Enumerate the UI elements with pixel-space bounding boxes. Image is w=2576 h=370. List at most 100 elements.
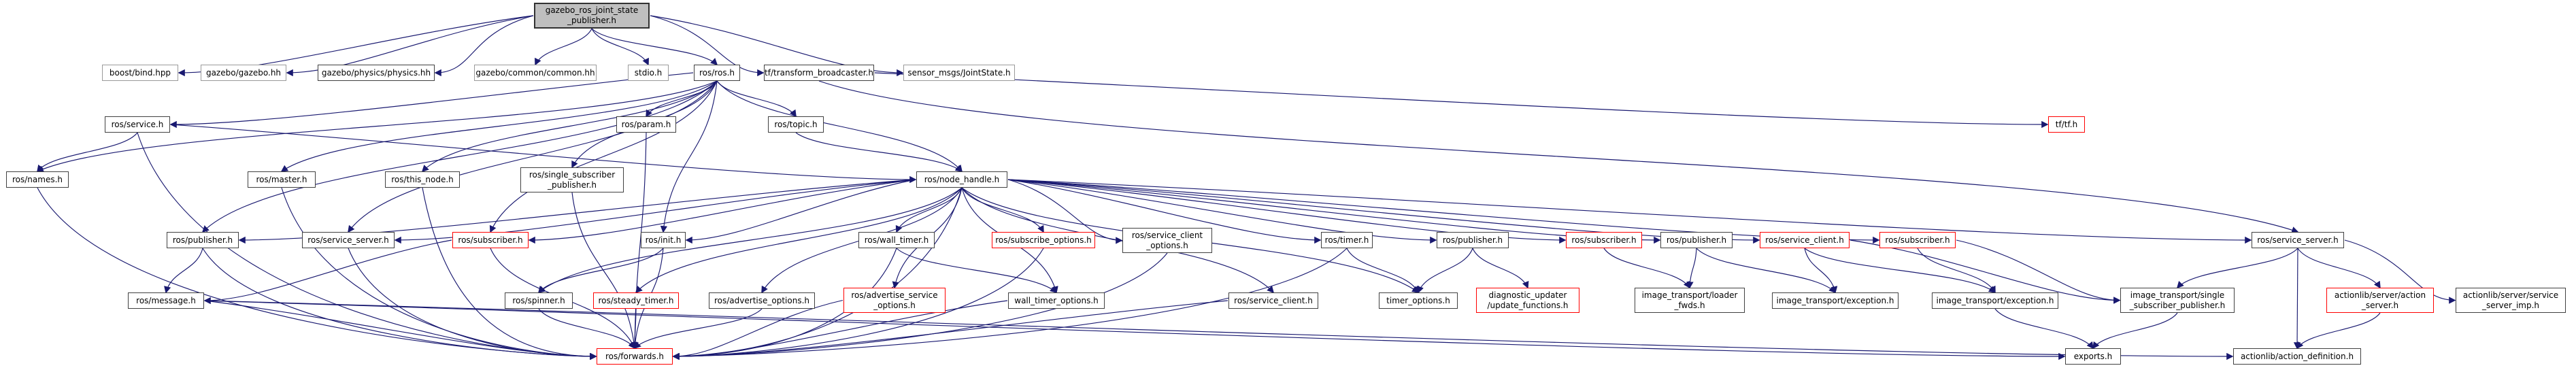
edge-root-to-gazebo-gazebo	[286, 15, 534, 77]
graph-node-label: ros/timer.h	[1324, 235, 1369, 245]
graph-node-label: wall_timer_options.h	[1014, 295, 1099, 305]
edge-ros-node-handle-to-ros-publisher-2	[1007, 179, 1437, 244]
graph-node-ros-subscribe-options[interactable]: ros/subscribe_options.h	[992, 232, 1095, 248]
graph-node-ros-ssp[interactable]: ros/single_subscriber_publisher.h	[520, 167, 624, 192]
graph-node-label: ros/service_server.h	[2257, 235, 2339, 245]
edge-ros-service-to-ros-names	[37, 132, 138, 173]
edge-ros-ros-to-ros-service	[169, 72, 694, 129]
graph-node-gazebo-gazebo[interactable]: gazebo/gazebo.hh	[201, 65, 286, 81]
edge-ros-ros-to-ros-node-handle	[716, 80, 963, 173]
graph-node-label: ros/node_handle.h	[924, 174, 1000, 184]
graph-node-ros-subscriber-3[interactable]: ros/subscriber.h	[1879, 232, 1956, 248]
edge-ros-ros-to-ros-param	[646, 80, 718, 118]
edge-ros-subscriber-1-to-ros-message	[203, 239, 452, 305]
graph-node-label: /update_functions.h	[1487, 300, 1569, 310]
edge-ros-node-handle-to-ros-init	[685, 179, 916, 244]
graph-node-label: _subscriber_publisher.h	[2129, 300, 2226, 310]
graph-node-ros-advertise-options[interactable]: ros/advertise_options.h	[709, 292, 815, 309]
graph-node-label: timer_options.h	[1386, 295, 1450, 305]
graph-node-ros-param[interactable]: ros/param.h	[616, 116, 676, 133]
graph-node-label: ros/single_subscriber	[529, 169, 616, 180]
graph-node-label: image_transport/exception.h	[1776, 295, 1894, 305]
graph-node-joint-state[interactable]: sensor_msgs/JointState.h	[903, 65, 1015, 81]
graph-node-label: ros/names.h	[12, 174, 63, 184]
graph-node-label: gazebo_ros_joint_state	[545, 5, 639, 15]
graph-node-timer-options[interactable]: timer_options.h	[1379, 292, 1458, 309]
graph-node-tf-broadcaster[interactable]: tf/transform_broadcaster.h	[764, 65, 874, 81]
edge-ros-subscriber-2-to-it-loader-fwds	[1603, 248, 1690, 289]
graph-node-label: ros/steady_timer.h	[598, 295, 674, 305]
graph-node-ros-publisher-1[interactable]: ros/publisher.h	[167, 232, 239, 248]
edge-ros-init-to-ros-spinner	[537, 248, 664, 294]
graph-node-ros-node-handle[interactable]: ros/node_handle.h	[916, 171, 1007, 188]
graph-node-label: sensor_msgs/JointState.h	[907, 67, 1011, 78]
graph-node-ros-init[interactable]: ros/init.h	[641, 232, 686, 248]
edge-it-exception-2-to-exports	[1994, 308, 2094, 350]
graph-node-gazebo-common[interactable]: gazebo/common/common.hh	[474, 65, 597, 81]
edge-ros-ros-to-ros-service-server-1	[348, 80, 718, 233]
edge-ros-message-to-al-action-definition	[204, 300, 2234, 360]
graph-node-ros-ros[interactable]: ros/ros.h	[694, 65, 740, 81]
edge-it-ssp-to-exports	[2092, 312, 2178, 350]
graph-node-boost-bind[interactable]: boost/bind.hpp	[102, 65, 178, 81]
graph-node-al-action-definition[interactable]: actionlib/action_definition.h	[2233, 348, 2361, 365]
graph-node-exports[interactable]: exports.h	[2065, 348, 2121, 365]
graph-node-ros-service-server-1[interactable]: ros/service_server.h	[302, 232, 395, 248]
graph-node-label: _publisher.h	[567, 16, 616, 25]
edge-ros-ros-to-ros-subscriber-1	[489, 80, 718, 233]
graph-node-label: _options.h	[873, 300, 916, 310]
graph-node-ros-this-node[interactable]: ros/this_node.h	[385, 171, 460, 188]
graph-node-ros-steady-timer[interactable]: ros/steady_timer.h	[593, 292, 679, 309]
graph-node-ros-service-server-2[interactable]: ros/service_server.h	[2252, 232, 2344, 248]
graph-node-label: image_transport/loader	[1641, 290, 1738, 300]
graph-node-ros-sc-options[interactable]: ros/service_client_options.h	[1122, 228, 1212, 253]
graph-node-it-exception-1[interactable]: image_transport/exception.h	[1772, 292, 1898, 309]
graph-node-ros-adv-service-options[interactable]: ros/advertise_service_options.h	[843, 288, 946, 313]
graph-node-ros-spinner[interactable]: ros/spinner.h	[505, 292, 573, 309]
edge-wall-timer-options-to-ros-forwards	[672, 300, 1008, 360]
edge-ros-service-server-2-to-al-action-definition	[2293, 248, 2301, 350]
edge-ros-ros-to-ros-topic	[716, 80, 797, 118]
graph-node-stdio[interactable]: stdio.h	[628, 65, 669, 81]
graph-node-ros-names[interactable]: ros/names.h	[6, 171, 69, 188]
edge-ros-message-to-ros-forwards	[204, 300, 597, 360]
edge-ros-publisher-2-to-diag-update-functions	[1472, 248, 1529, 289]
graph-node-label: ros/subscriber.h	[1885, 235, 1950, 245]
graph-node-ros-service[interactable]: ros/service.h	[105, 116, 170, 133]
graph-node-ros-publisher-2[interactable]: ros/publisher.h	[1437, 232, 1509, 248]
graph-node-it-exception-2[interactable]: image_transport/exception.h	[1932, 292, 2058, 309]
graph-node-ros-master[interactable]: ros/master.h	[248, 171, 316, 188]
graph-node-label: gazebo/gazebo.hh	[205, 67, 282, 78]
graph-node-root: gazebo_ros_joint_state_publisher.h	[534, 3, 650, 29]
edge-ros-subscriber-3-to-it-ssp	[1956, 239, 2121, 304]
graph-node-al-ss-imp[interactable]: actionlib/server/service_server_imp.h	[2456, 288, 2566, 313]
graph-node-ros-subscriber-1[interactable]: ros/subscriber.h	[452, 232, 529, 248]
graph-node-ros-topic[interactable]: ros/topic.h	[768, 116, 824, 133]
edge-ros-service-to-ros-node-handle	[170, 124, 917, 184]
graph-node-gazebo-physics[interactable]: gazebo/physics/physics.hh	[318, 65, 435, 81]
graph-node-label: _publisher.h	[548, 180, 597, 190]
graph-node-it-ssp[interactable]: image_transport/single_subscriber_publis…	[2120, 288, 2235, 313]
graph-node-ros-message[interactable]: ros/message.h	[128, 292, 204, 309]
graph-node-ros-forwards[interactable]: ros/forwards.h	[597, 348, 673, 365]
graph-node-tf-tf[interactable]: tf/tf.h	[2048, 116, 2085, 133]
graph-node-it-loader-fwds[interactable]: image_transport/loader_fwds.h	[1635, 288, 1745, 313]
graph-node-al-action-server[interactable]: actionlib/server/action_server.h	[2326, 288, 2434, 313]
graph-node-ros-service-client-1[interactable]: ros/service_client.h	[1228, 292, 1318, 309]
edge-ros-publisher-3-to-it-exception-1	[1696, 248, 1837, 294]
graph-node-ros-service-client-r[interactable]: ros/service_client.h	[1760, 232, 1850, 248]
edge-ros-node-handle-to-ros-service-server-2	[1007, 179, 2252, 244]
graph-node-label: ros/service.h	[111, 119, 164, 129]
graph-node-ros-timer[interactable]: ros/timer.h	[1321, 232, 1373, 248]
graph-node-ros-subscriber-2[interactable]: ros/subscriber.h	[1566, 232, 1642, 248]
graph-node-label: ros/publisher.h	[172, 235, 233, 245]
graph-node-wall-timer-options[interactable]: wall_timer_options.h	[1008, 292, 1105, 309]
edge-ros-topic-to-ros-node-handle	[795, 132, 963, 172]
graph-node-label: ros/forwards.h	[605, 351, 664, 361]
graph-node-label: image_transport/single	[2130, 290, 2225, 300]
graph-node-diag-update-functions[interactable]: diagnostic_updater/update_functions.h	[1476, 288, 1579, 313]
graph-node-ros-wall-timer[interactable]: ros/wall_timer.h	[858, 232, 935, 248]
graph-node-ros-publisher-3[interactable]: ros/publisher.h	[1660, 232, 1733, 248]
edge-ros-this-node-to-ros-forwards	[422, 187, 597, 360]
edge-ros-node-handle-to-ros-service-server-1	[394, 179, 916, 244]
